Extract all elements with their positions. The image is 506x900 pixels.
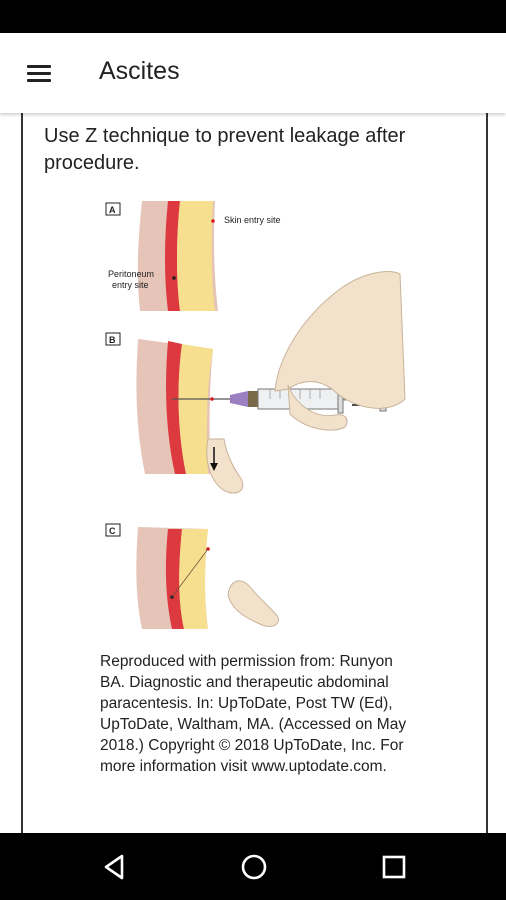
- panel-label-b: B: [109, 335, 116, 345]
- figure-caption: Reproduced with permission from: Runyon …: [100, 653, 407, 775]
- right-border: [486, 113, 488, 833]
- app-bar: Ascites: [0, 33, 506, 113]
- recents-square-icon[interactable]: [374, 847, 414, 887]
- left-border: [21, 113, 23, 833]
- z-technique-figure: A Skin entry site Peritoneum entry site …: [105, 201, 406, 629]
- home-circle-icon[interactable]: [234, 847, 274, 887]
- page-title: Ascites: [99, 57, 180, 85]
- label-peritoneum-entry-2: entry site: [112, 280, 149, 290]
- content-area[interactable]: Use Z technique to prevent leakage after…: [0, 113, 506, 833]
- panel-label-c: C: [109, 526, 116, 536]
- intro-text: Use Z technique to prevent leakage after…: [44, 125, 406, 174]
- label-peritoneum-entry: Peritoneum: [108, 269, 154, 279]
- navigation-bar: [0, 833, 506, 900]
- status-bar: [0, 0, 506, 33]
- hamburger-menu-icon[interactable]: [23, 61, 55, 85]
- back-triangle-icon[interactable]: [94, 847, 134, 887]
- panel-label-a: A: [109, 205, 116, 215]
- label-skin-entry: Skin entry site: [224, 215, 281, 225]
